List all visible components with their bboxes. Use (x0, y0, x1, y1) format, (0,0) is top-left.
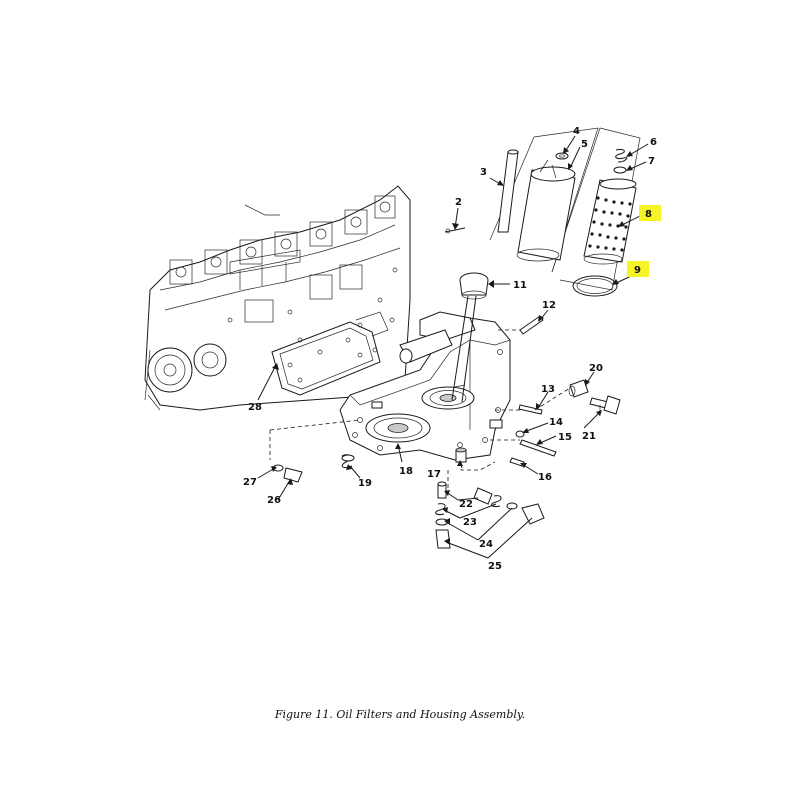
callout-20: 20 (589, 363, 603, 374)
filter-panel (444, 127, 641, 297)
callout-24: 24 (479, 539, 493, 550)
highlight-9 (627, 261, 649, 277)
callout-9: 9 (634, 265, 641, 276)
callout-2: 2 (455, 197, 462, 208)
figure-caption: Figure 11. Oil Filters and Housing Assem… (274, 708, 526, 721)
callout-12: 12 (542, 300, 556, 311)
callout-27: 27 (243, 477, 257, 488)
fasteners (490, 315, 621, 467)
callout-18: 18 (399, 466, 413, 477)
callout-26: 26 (267, 495, 281, 506)
callout-6: 6 (650, 137, 657, 148)
callout-22: 22 (459, 499, 473, 510)
callout-17: 17 (427, 469, 441, 480)
callout-3: 3 (480, 167, 487, 178)
callout-8: 8 (645, 209, 652, 220)
callout-23: 23 (463, 517, 477, 528)
callout-5: 5 (581, 139, 588, 150)
highlight-8 (639, 205, 661, 221)
highlight-markers (627, 205, 661, 277)
callout-28: 28 (248, 402, 262, 413)
arrowheads (271, 147, 633, 545)
callout-7: 7 (648, 156, 655, 167)
callout-4: 4 (573, 126, 580, 137)
filter-cap (451, 272, 489, 403)
callout-16: 16 (538, 472, 552, 483)
callout-21: 21 (582, 431, 596, 442)
housing-gasket (271, 311, 389, 396)
callout-14: 14 (549, 417, 563, 428)
filter-housing (339, 311, 511, 461)
engine-block (144, 185, 411, 411)
callout-25: 25 (488, 561, 502, 572)
callout-labels: 2 3 4 5 6 7 8 9 11 12 13 14 15 16 17 18 … (243, 126, 657, 572)
callout-11: 11 (513, 280, 527, 291)
callout-19: 19 (358, 478, 372, 489)
callout-13: 13 (541, 384, 555, 395)
callout-15: 15 (558, 432, 572, 443)
